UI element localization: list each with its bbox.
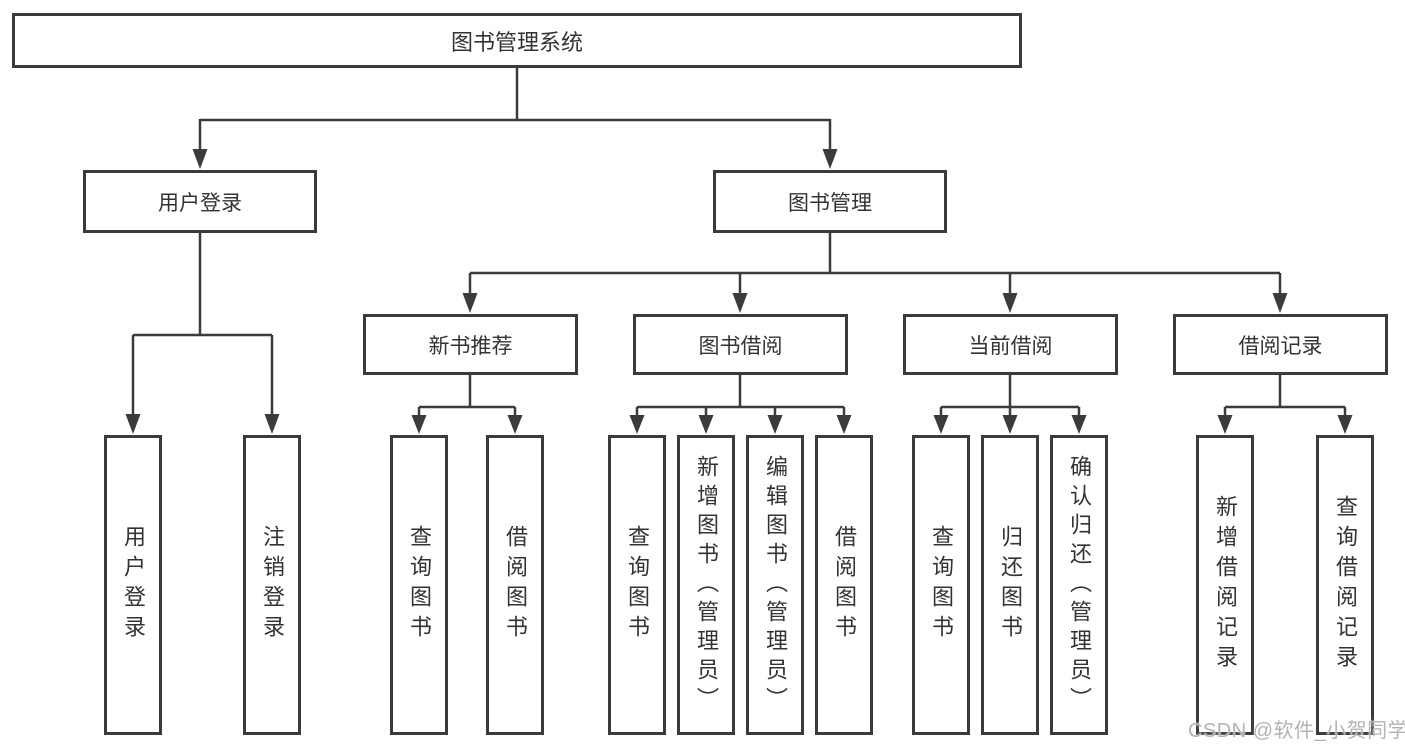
leaf-logout: 注销登录 [243, 435, 301, 735]
connector-root-to-branches [192, 67, 838, 169]
node-book-management-branch: 图书管理 [713, 170, 947, 233]
leaf-confirm-return-admin: 确认归还（管理员） [1050, 435, 1108, 735]
connector-login-to-leaves [125, 233, 280, 434]
leaf-current-query-books: 查询图书 [912, 435, 970, 735]
node-current-borrowing: 当前借阅 [903, 314, 1118, 375]
connector-borrow-to-leaves [629, 375, 852, 434]
leaf-borrow-books: 借阅图书 [815, 435, 873, 735]
leaf-newbook-query-books: 查询图书 [390, 435, 448, 735]
leaf-query-borrow-record: 查询借阅记录 [1316, 435, 1374, 735]
leaf-return-books: 归还图书 [981, 435, 1039, 735]
csdn-watermark: CSDN @软件_小贺同学 [1188, 720, 1405, 742]
node-new-book-recommendation: 新书推荐 [363, 314, 578, 375]
leaf-user-login: 用户登录 [104, 435, 162, 735]
node-user-login-branch: 用户登录 [83, 170, 317, 233]
connector-records-to-leaves [1217, 375, 1353, 434]
node-book-borrowing: 图书借阅 [633, 314, 848, 375]
connector-current-to-leaves [933, 375, 1087, 434]
leaf-edit-book-admin: 编辑图书（管理员） [746, 435, 804, 735]
node-borrowing-records: 借阅记录 [1173, 314, 1388, 375]
leaf-add-book-admin: 新增图书（管理员） [677, 435, 735, 735]
leaf-newbook-borrow-books: 借阅图书 [486, 435, 544, 735]
leaf-add-borrow-record: 新增借阅记录 [1196, 435, 1254, 735]
connector-newbook-to-leaves [411, 375, 523, 434]
connector-management-to-sections [462, 233, 1288, 313]
leaf-borrow-query-books: 查询图书 [608, 435, 666, 735]
node-root-system: 图书管理系统 [12, 13, 1022, 68]
